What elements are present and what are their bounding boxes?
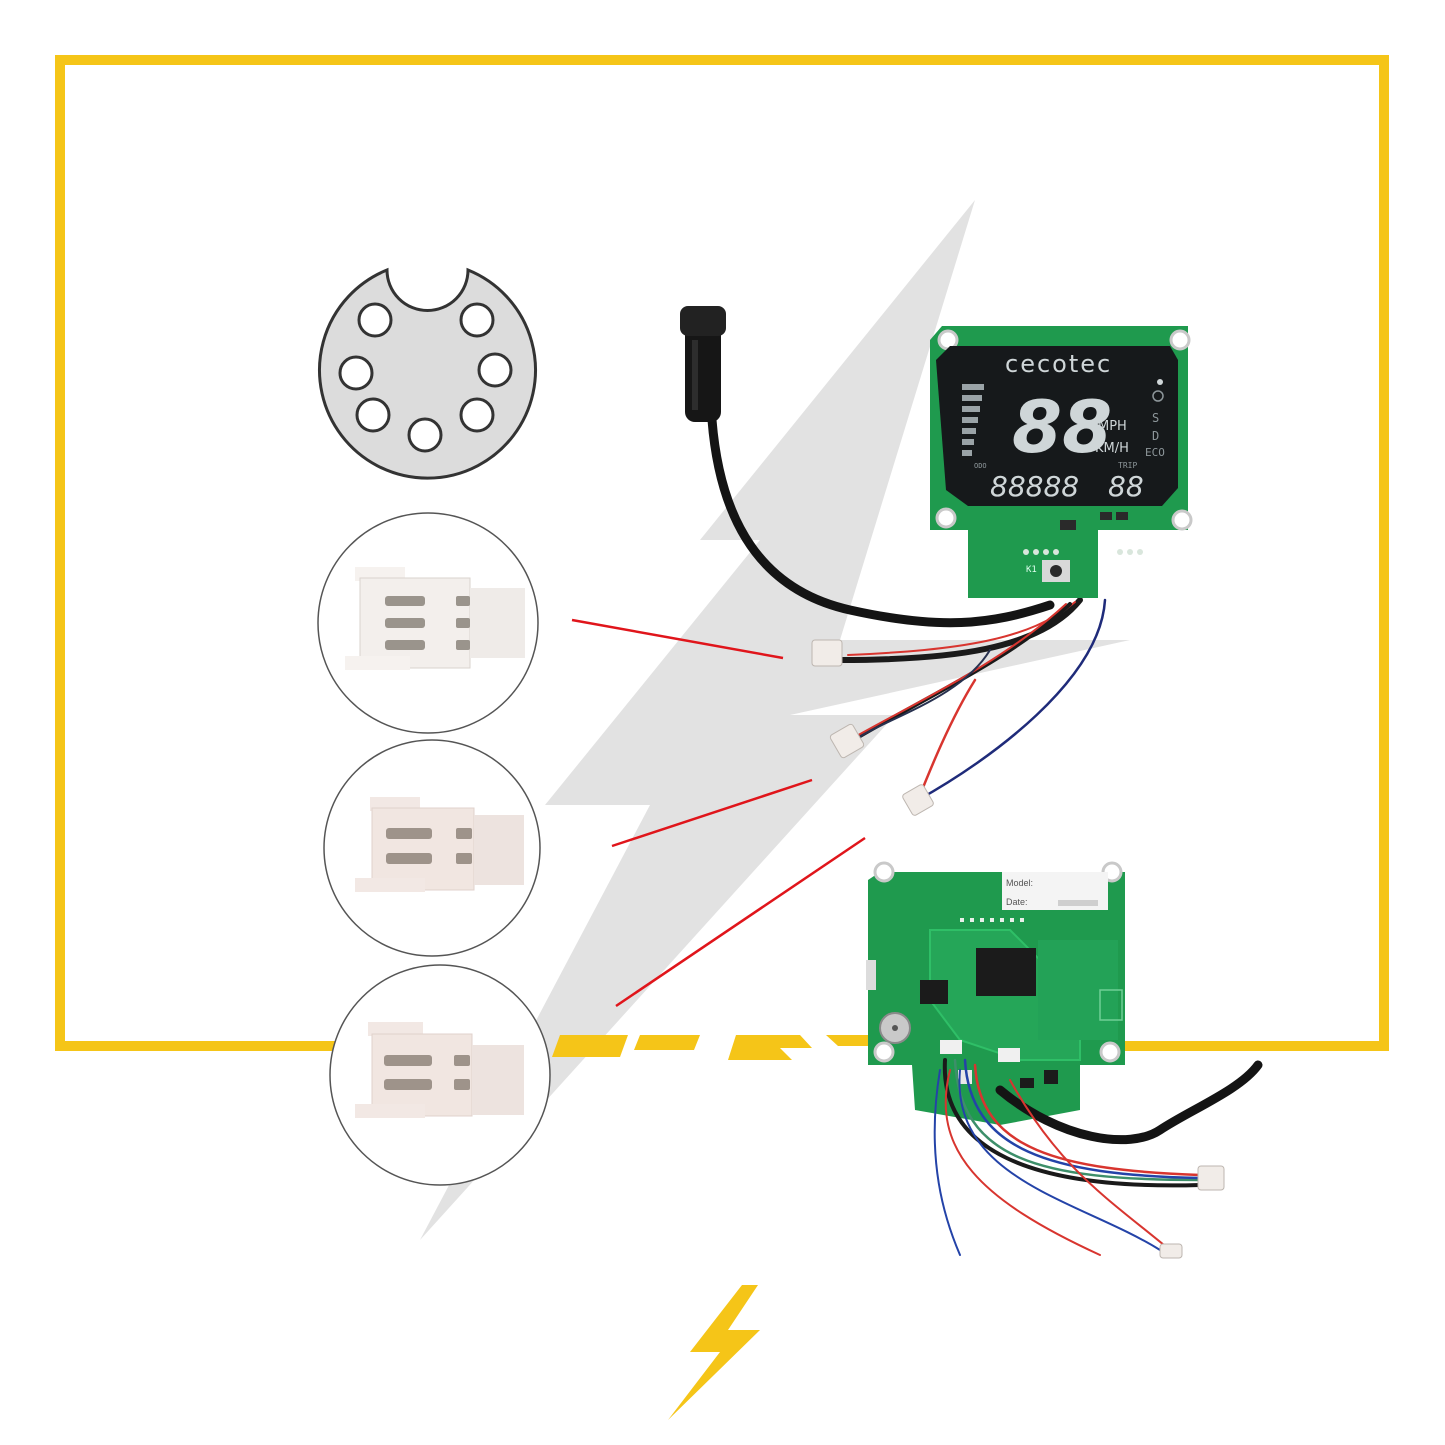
three-pin-jst-connector-icon bbox=[345, 567, 525, 670]
display-cable bbox=[707, 415, 1055, 628]
controller-wires bbox=[933, 1058, 1263, 1256]
trip-readout: 88 bbox=[1108, 470, 1144, 503]
unit-mph: MPH bbox=[1098, 419, 1127, 434]
date-label: Date: bbox=[1006, 897, 1028, 907]
mode-eco: ECO bbox=[1145, 446, 1165, 459]
button-label: K1 bbox=[1026, 565, 1037, 575]
trip-label: TRIP bbox=[1118, 461, 1137, 470]
two-pin-jst-connector-icon bbox=[355, 797, 524, 892]
eight-pin-round-connector-icon bbox=[318, 267, 537, 480]
round-plug-housing bbox=[680, 306, 726, 422]
wire-bundle bbox=[837, 597, 1107, 802]
wire-connectors bbox=[811, 639, 934, 816]
controller-connectors bbox=[1159, 1165, 1225, 1259]
mode-icons: S D ECO bbox=[1145, 379, 1165, 459]
frame bbox=[55, 55, 1389, 1051]
brand-logo: cecotec bbox=[1005, 350, 1112, 378]
model-label: Model: bbox=[1006, 878, 1033, 888]
unit-kmh: KM/H bbox=[1095, 441, 1129, 456]
display-board: K1 cecotec 88 MPH KM/H S D ECO bbox=[930, 326, 1193, 598]
zoom-circle-two-pin-a bbox=[323, 739, 541, 957]
watermark-bolt-icon bbox=[420, 200, 1130, 1240]
lightning-bolt-logo-icon bbox=[552, 1035, 900, 1420]
zoom-circle-three-pin bbox=[317, 512, 539, 734]
controller-board: Model: Date: bbox=[866, 861, 1125, 1125]
two-pin-jst-connector-icon bbox=[355, 1022, 524, 1118]
odo-readout: 88888 bbox=[990, 470, 1079, 503]
mode-s: S bbox=[1152, 411, 1159, 425]
zoom-circle-two-pin-b bbox=[329, 964, 551, 1186]
pointer-lines bbox=[571, 618, 866, 1008]
mode-d: D bbox=[1152, 429, 1159, 443]
speed-readout: 88 bbox=[1012, 385, 1112, 469]
battery-bars-icon bbox=[962, 384, 984, 456]
odo-label: ODO bbox=[974, 462, 987, 470]
